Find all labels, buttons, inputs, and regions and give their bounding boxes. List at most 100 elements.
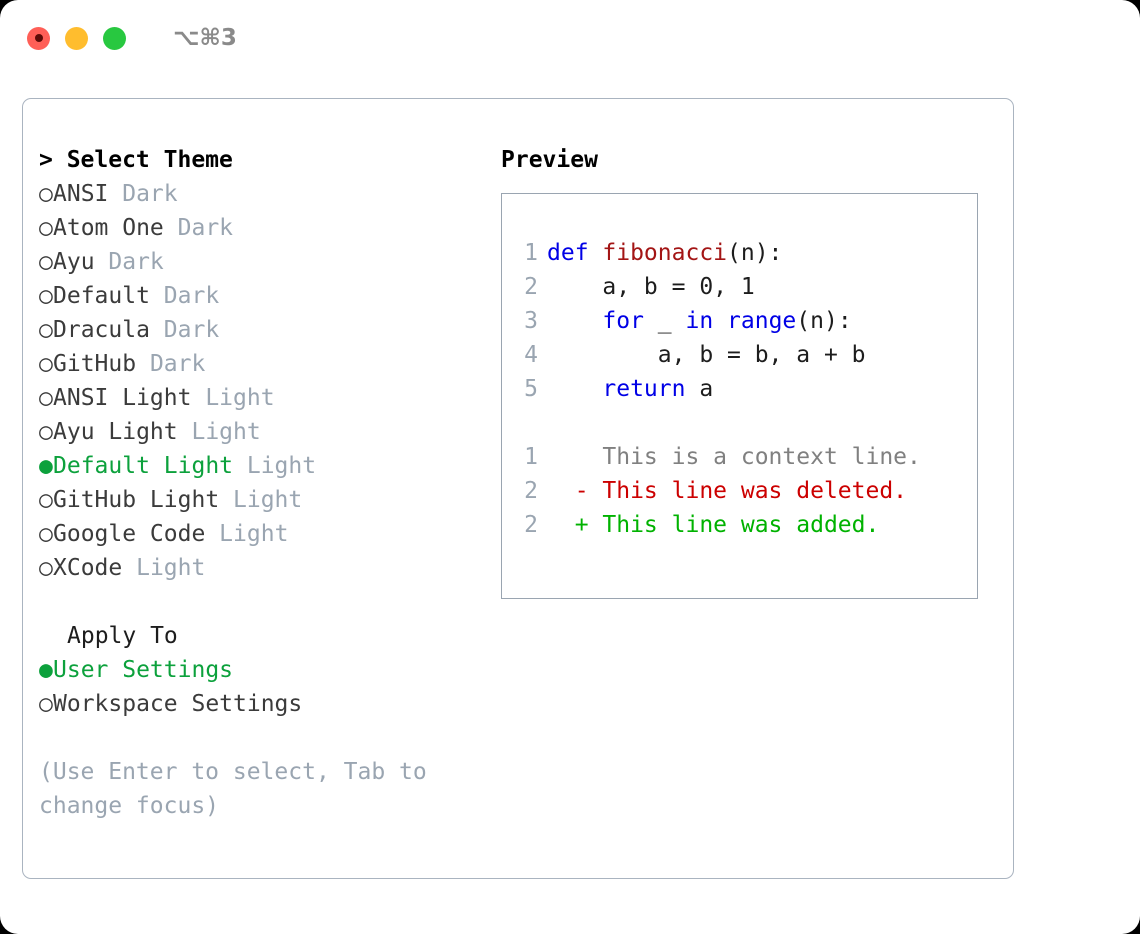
diff-line: 2 - This line was deleted. — [516, 474, 971, 508]
apply-to-label: Apply To — [67, 623, 178, 649]
keyboard-shortcut-label: ⌥⌘3 — [173, 25, 237, 51]
theme-option-label: GitHub Light — [53, 487, 220, 513]
code-token: (n): — [727, 240, 783, 266]
theme-option-label: Default Light — [53, 453, 234, 479]
code-token: def — [547, 240, 603, 266]
radio-unselected-icon: ○ — [39, 385, 53, 411]
apply-to-option-list: ●User Settings○Workspace Settings — [39, 653, 479, 721]
theme-option-kind: Light — [219, 487, 303, 513]
theme-option-kind: Dark — [108, 181, 178, 207]
code-line: 4 a, b = b, a + b — [516, 338, 971, 372]
theme-option[interactable]: ○ANSI Light Light — [39, 381, 479, 415]
preview-title: Preview — [501, 147, 598, 173]
theme-option-label: Dracula — [53, 317, 150, 343]
theme-option-kind: Dark — [163, 215, 234, 241]
minimize-button-icon[interactable] — [65, 26, 88, 50]
theme-option-kind: Light — [191, 385, 275, 411]
radio-unselected-icon: ○ — [39, 487, 53, 513]
diff-text: - This line was deleted. — [547, 478, 908, 504]
theme-option-label: Default — [53, 283, 150, 309]
code-line: 2 a, b = 0, 1 — [516, 270, 971, 304]
code-token: a, b = b, a + b — [547, 342, 866, 368]
radio-unselected-icon: ○ — [39, 181, 53, 207]
theme-option-kind: Light — [205, 521, 289, 547]
theme-option-label: ANSI Light — [53, 385, 192, 411]
line-number: 4 — [524, 342, 538, 368]
code-token — [713, 308, 727, 334]
line-number: 1 — [524, 444, 538, 470]
theme-option[interactable]: ○Dracula Dark — [39, 313, 479, 347]
apply-to-option-label: Workspace Settings — [53, 691, 303, 717]
line-number: 2 — [524, 274, 538, 300]
code-token: in — [685, 308, 714, 334]
traffic-light-group — [27, 26, 126, 50]
diff-text: + This line was added. — [547, 512, 880, 538]
keyboard-hint-text: (Use Enter to select, Tab to change focu… — [39, 759, 441, 819]
theme-option[interactable]: ○Google Code Light — [39, 517, 479, 551]
code-token — [547, 308, 602, 334]
apply-to-option[interactable]: ○Workspace Settings — [39, 687, 479, 721]
theme-option-kind: Light — [122, 555, 206, 581]
diff-text: This is a context line. — [547, 444, 921, 470]
diff-sample: 1 This is a context line.2 - This line w… — [516, 440, 971, 542]
theme-option[interactable]: ●Default Light Light — [39, 449, 479, 483]
theme-option[interactable]: ○XCode Light — [39, 551, 479, 585]
theme-option-label: Google Code — [53, 521, 206, 547]
maximize-button-icon[interactable] — [103, 26, 126, 50]
code-token: (n): — [796, 308, 852, 334]
title-bar: ⌥⌘3 — [0, 0, 1140, 76]
theme-option-label: ANSI — [53, 181, 109, 207]
theme-option[interactable]: ○GitHub Light Light — [39, 483, 479, 517]
radio-unselected-icon: ○ — [39, 317, 53, 343]
theme-option-kind: Light — [177, 419, 261, 445]
diff-line: 2 + This line was added. — [516, 508, 971, 542]
theme-option[interactable]: ○GitHub Dark — [39, 347, 479, 381]
apply-to-option[interactable]: ●User Settings — [39, 653, 479, 687]
theme-option-label: GitHub — [53, 351, 137, 377]
radio-unselected-icon: ○ — [39, 555, 53, 581]
radio-unselected-icon: ○ — [39, 419, 53, 445]
line-number: 3 — [524, 308, 538, 334]
line-number: 2 — [524, 478, 538, 504]
code-line: 3 for _ in range(n): — [516, 304, 971, 338]
list-gap — [39, 585, 479, 619]
code-line: 1 def fibonacci(n): — [516, 236, 971, 270]
theme-option[interactable]: ○Ayu Dark — [39, 245, 479, 279]
code-token: return — [602, 376, 686, 402]
diff-line: 1 This is a context line. — [516, 440, 971, 474]
code-token: a, b = 0, 1 — [547, 274, 755, 300]
radio-unselected-icon: ○ — [39, 351, 53, 377]
code-line: 5 return a — [516, 372, 971, 406]
line-number: 2 — [524, 512, 538, 538]
line-number: 5 — [524, 376, 538, 402]
theme-option[interactable]: ○Default Dark — [39, 279, 479, 313]
theme-option-list: ○ANSI Dark○Atom One Dark○Ayu Dark○Defaul… — [39, 177, 479, 585]
theme-option[interactable]: ○Ayu Light Light — [39, 415, 479, 449]
apply-to-option-label: User Settings — [53, 657, 234, 683]
code-token: a — [685, 376, 714, 402]
panel-columns: > Select Theme ○ANSI Dark○Atom One Dark○… — [23, 99, 1013, 878]
code-token: _ — [643, 308, 686, 334]
code-token: fibonacci — [602, 240, 728, 266]
select-theme-header: > Select Theme — [39, 147, 233, 173]
radio-unselected-icon: ○ — [39, 215, 53, 241]
code-token — [547, 376, 602, 402]
theme-option[interactable]: ○ANSI Dark — [39, 177, 479, 211]
theme-option-label: XCode — [53, 555, 123, 581]
radio-selected-icon: ● — [39, 453, 53, 479]
close-button-icon[interactable] — [27, 26, 50, 50]
code-token: range — [727, 308, 797, 334]
line-number: 1 — [524, 240, 538, 266]
theme-option-kind: Dark — [149, 283, 220, 309]
theme-option-kind: Dark — [136, 351, 206, 377]
theme-option-label: Atom One — [53, 215, 164, 241]
radio-unselected-icon: ○ — [39, 521, 53, 547]
theme-option-kind: Light — [233, 453, 317, 479]
theme-option-kind: Dark — [149, 317, 220, 343]
theme-option[interactable]: ○Atom One Dark — [39, 211, 479, 245]
